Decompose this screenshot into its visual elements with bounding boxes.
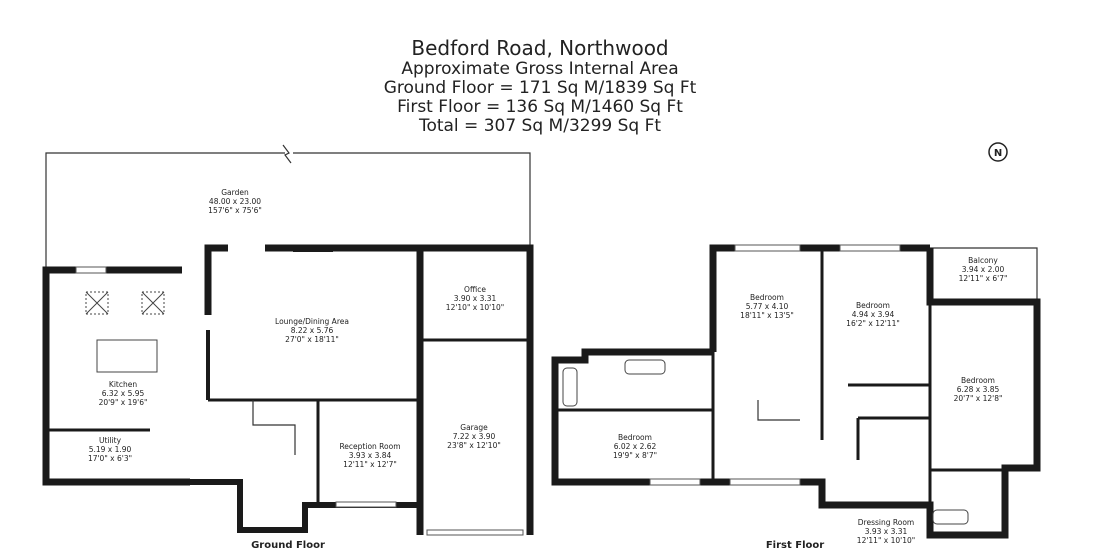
room-imperial: 27'0" x 18'11" <box>285 335 339 344</box>
room-name: Garage <box>460 423 488 432</box>
room-metric: 4.94 x 3.94 <box>852 310 895 319</box>
room-name: Dressing Room <box>858 518 914 527</box>
garden-boundary <box>45 152 285 270</box>
room-name: Kitchen <box>109 380 137 389</box>
room-imperial: 12'11" x 12'7" <box>343 460 397 469</box>
room-name: Reception Room <box>339 442 400 451</box>
room-metric: 3.93 x 3.84 <box>349 451 392 460</box>
room-name: Utility <box>99 436 122 445</box>
room-metric: 8.22 x 5.76 <box>291 326 334 335</box>
room-name: Lounge/Dining Area <box>275 317 349 326</box>
staircase <box>252 400 296 455</box>
room-name: Bedroom <box>856 301 890 310</box>
room-metric: 3.90 x 3.31 <box>454 294 497 303</box>
room-metric: 6.28 x 3.85 <box>957 385 1000 394</box>
room-metric: 6.32 x 5.95 <box>102 389 145 398</box>
kitchen-island <box>96 339 158 373</box>
room-metric: 6.02 x 2.62 <box>614 442 657 451</box>
compass-icon: N <box>988 142 1008 162</box>
room-name: Balcony <box>968 256 998 265</box>
room-imperial: 23'8" x 12'10" <box>447 441 501 450</box>
skylight-icon <box>141 291 165 315</box>
room-metric: 3.94 x 2.00 <box>962 265 1005 274</box>
staircase <box>757 400 800 421</box>
room-imperial: 19'9" x 8'7" <box>613 451 657 460</box>
room-name: Office <box>464 285 486 294</box>
bath-icon <box>562 367 578 407</box>
room-imperial: 12'11" x 6'7" <box>959 274 1008 283</box>
balcony-rail <box>930 247 1038 302</box>
room-imperial: 16'2" x 12'11" <box>846 319 900 328</box>
skylight-icon <box>85 291 109 315</box>
first-floor-label: First Floor <box>766 540 824 551</box>
room-metric: 3.93 x 3.31 <box>865 527 908 536</box>
kitchen-walls <box>42 266 190 486</box>
room-name: Bedroom <box>618 433 652 442</box>
property-title: Bedford Road, Northwood <box>411 36 669 60</box>
room-name: Bedroom <box>961 376 995 385</box>
room-imperial: 12'11" x 10'10" <box>857 536 915 545</box>
first-floor-area: First Floor = 136 Sq M/1460 Sq Ft <box>397 97 683 117</box>
compass-label: N <box>994 148 1002 159</box>
room-metric: 48.00 x 23.00 <box>209 197 261 206</box>
office-walls <box>420 244 534 535</box>
plan-header: Bedford Road, Northwood Approximate Gros… <box>0 36 1080 136</box>
ground-floor-plan: Garden 48.00 x 23.00 157'6" x 75'6" Offi… <box>42 144 534 551</box>
room-imperial: 17'0" x 6'3" <box>88 454 132 463</box>
ground-floor-label: Ground Floor <box>251 540 325 551</box>
ground-floor-area: Ground Floor = 171 Sq M/1839 Sq Ft <box>383 78 697 98</box>
first-floor-plan: Bedroom 5.77 x 4.10 18'11" x 13'5" Bedro… <box>551 244 1041 551</box>
room-imperial: 20'9" x 19'6" <box>99 398 148 407</box>
bath-icon <box>624 359 666 375</box>
room-name: Bedroom <box>750 293 784 302</box>
room-metric: 7.22 x 3.90 <box>453 432 496 441</box>
room-metric: 5.19 x 1.90 <box>89 445 132 454</box>
area-subtitle: Approximate Gross Internal Area <box>401 59 679 79</box>
room-imperial: 12'10" x 10'10" <box>446 303 504 312</box>
room-metric: 5.77 x 4.10 <box>746 302 789 311</box>
room-name: Garden <box>221 188 249 197</box>
bath-icon <box>932 509 969 525</box>
break-symbol-icon <box>282 144 292 164</box>
room-imperial: 18'11" x 13'5" <box>740 311 794 320</box>
total-area: Total = 307 Sq M/3299 Sq Ft <box>418 116 662 136</box>
room-imperial: 157'6" x 75'6" <box>208 206 262 215</box>
room-imperial: 20'7" x 12'8" <box>954 394 1003 403</box>
